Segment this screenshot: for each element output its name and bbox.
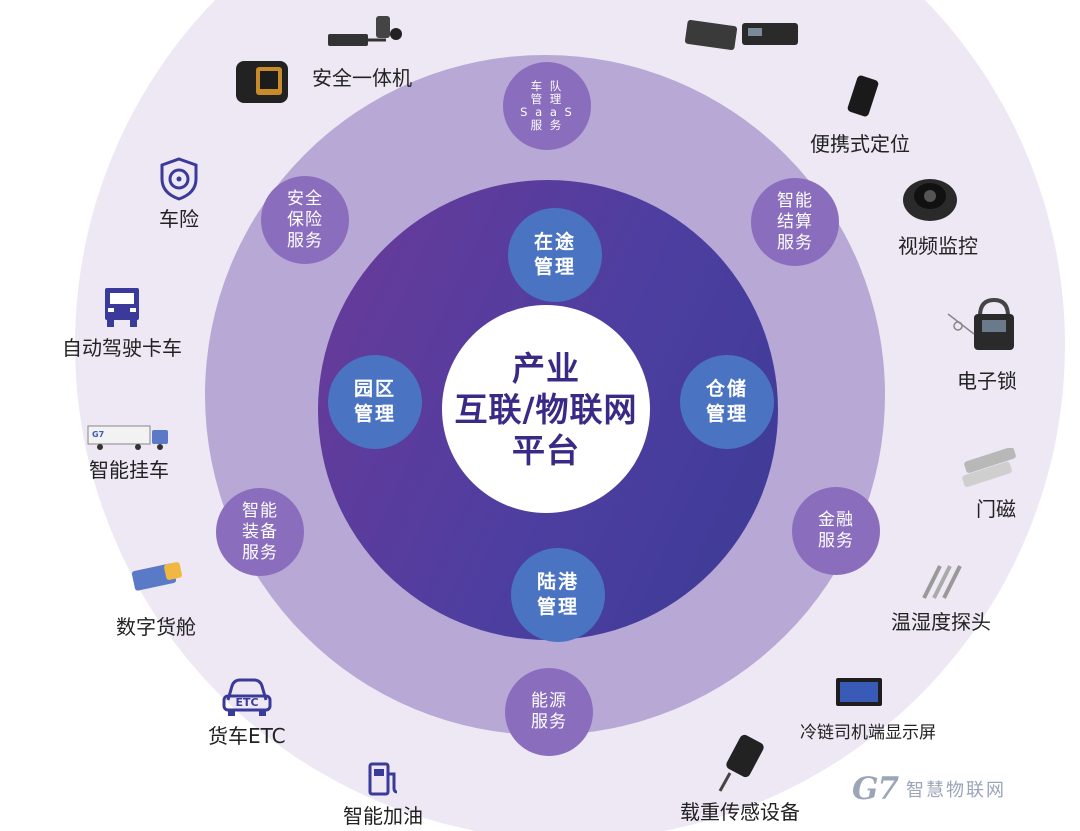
device-smart-fuel: 智能加油	[343, 760, 423, 829]
core-line-1: 产业	[512, 348, 580, 388]
device-e-lock: 电子锁	[957, 365, 1017, 394]
device-temp-probe-label: 温湿度探头	[891, 610, 991, 634]
device-digital-cabin-label: 数字货舱	[116, 615, 196, 639]
device-smart-fuel-label: 智能加油	[343, 804, 423, 828]
device-portable-locator-label: 便携式定位	[810, 132, 910, 156]
portable-locator-device-icon	[847, 75, 879, 117]
svc-finance: 金融 服务	[792, 487, 880, 575]
svc-smart-equipment: 智能 装备 服务	[216, 488, 304, 576]
platform-core: 产业 互联/物联网 平台	[442, 305, 650, 513]
dashcam-device-icon	[328, 16, 402, 46]
core-line-3: 平台	[512, 430, 580, 470]
device-safety-unit: 安全一体机	[312, 62, 412, 91]
brand-watermark: G7 智慧物联网	[852, 771, 1006, 807]
device-e-lock-label: 电子锁	[957, 369, 1017, 393]
core-line-2: 互联/物联网	[454, 389, 638, 429]
trailer-brand-text: G7	[92, 430, 104, 439]
temperature-probe-device-icon	[922, 565, 962, 599]
device-truck-etc: ETC 货车ETC	[208, 676, 286, 749]
mgmt-land-port: 陆港 管理	[511, 548, 605, 642]
svc-smart-settlement: 智能 结算 服务	[751, 178, 839, 266]
shield-steering-icon	[160, 157, 198, 201]
display-screen-device-icon	[836, 678, 882, 706]
trailer-truck-icon: G7	[87, 425, 168, 450]
etc-text: ETC	[235, 696, 258, 709]
mgmt-warehouse: 仓储 管理	[680, 355, 774, 449]
svc-fleet-saas: 车 队 管 理 S a a S 服 务	[503, 62, 591, 150]
brand-name: 智慧物联网	[906, 780, 1007, 801]
device-autonomous-truck: 自动驾驶卡车	[62, 284, 182, 361]
device-truck-etc-label: 货车ETC	[208, 724, 286, 748]
electronic-lock-device-icon	[947, 297, 1014, 350]
device-load-sensor: 载重传感设备	[680, 796, 800, 825]
device-door-sensor: 门磁	[976, 493, 1016, 522]
device-insurance-label: 车险	[159, 207, 199, 231]
brand-logo: G7	[852, 771, 899, 807]
safety-unit-device-icon	[236, 61, 288, 103]
device-load-sensor-label: 载重传感设备	[680, 800, 800, 824]
device-cold-chain-screen: 冷链司机端显示屏	[800, 718, 936, 743]
vehicle-terminal-device-icon	[684, 20, 798, 50]
device-video-label: 视频监控	[898, 234, 978, 258]
device-autonomous-truck-label: 自动驾驶卡车	[62, 336, 182, 360]
device-cold-chain-screen-label: 冷链司机端显示屏	[800, 723, 936, 743]
device-smart-trailer-label: 智能挂车	[89, 458, 169, 482]
device-safety-unit-label: 安全一体机	[312, 66, 412, 90]
dome-camera-device-icon	[903, 179, 957, 221]
etc-car-icon: ETC	[222, 678, 272, 716]
digital-cabin-device-icon	[131, 562, 182, 591]
svc-safety-insurance: 安全 保险 服务	[261, 176, 349, 264]
device-portable-locator: 便携式定位	[810, 128, 910, 157]
device-digital-cabin: 数字货舱	[116, 611, 196, 640]
mgmt-park: 园区 管理	[328, 355, 422, 449]
svc-energy: 能源 服务	[505, 668, 593, 756]
device-smart-trailer: G7 智能挂车	[86, 424, 172, 483]
door-magnet-device-icon	[962, 448, 1016, 487]
device-video: 视频监控	[898, 230, 978, 259]
load-sensor-device-icon	[718, 734, 764, 792]
mgmt-in-transit: 在途 管理	[508, 208, 602, 302]
truck-front-icon	[105, 288, 139, 327]
device-door-sensor-label: 门磁	[976, 497, 1016, 521]
device-temp-probe: 温湿度探头	[891, 606, 991, 635]
fuel-pump-icon	[368, 762, 398, 796]
device-insurance: 车险	[158, 157, 200, 232]
